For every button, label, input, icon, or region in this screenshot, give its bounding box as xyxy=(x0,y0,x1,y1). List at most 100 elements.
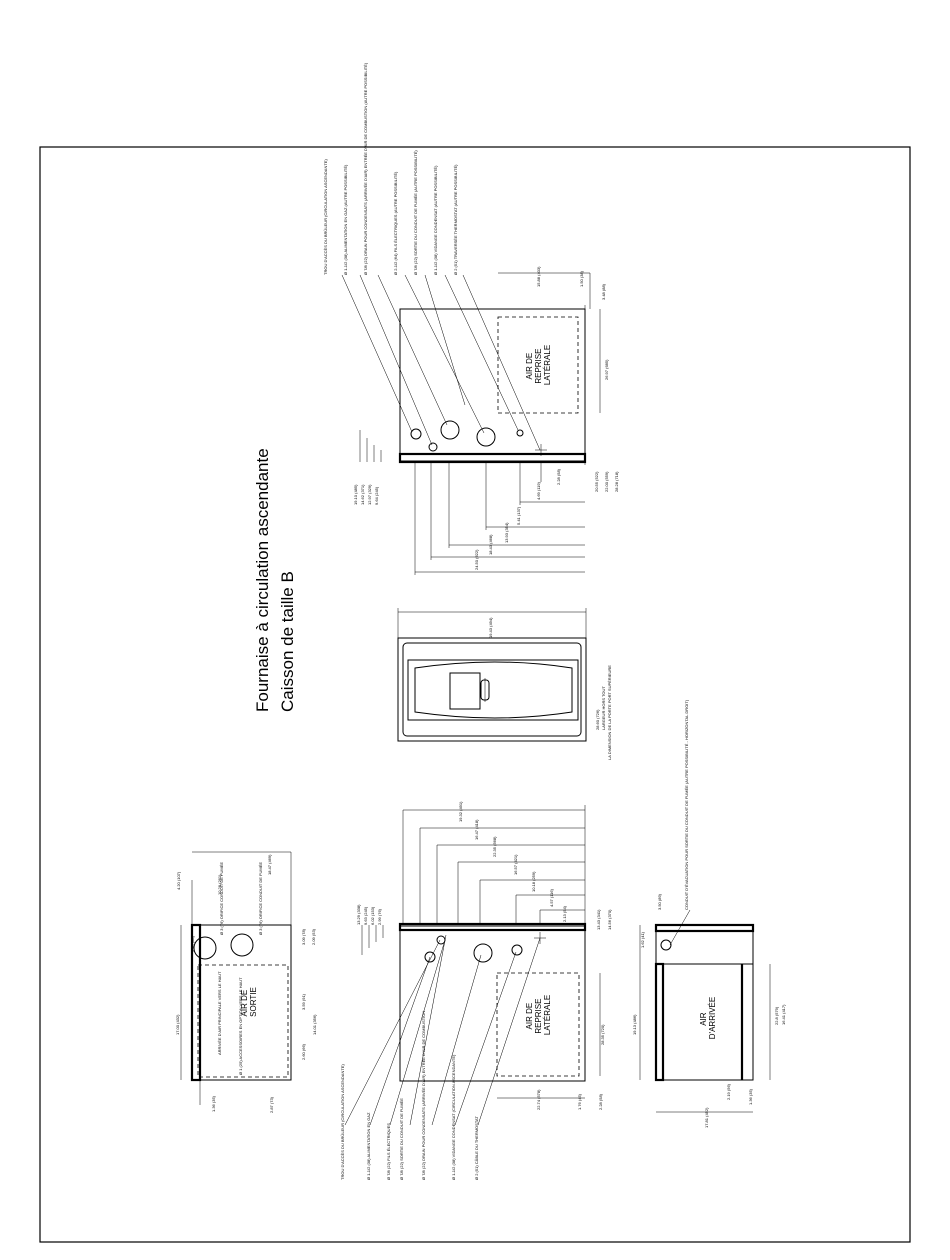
dim-label: 5.41 (137) xyxy=(516,506,521,525)
callout-drain-left: Ø 7/8 (22) DRAIN POUR CONDENSATS (ARRIVÉ… xyxy=(421,1011,426,1180)
air-label-line: AIR DE xyxy=(240,990,249,1017)
air-label-line: AIR DE xyxy=(525,353,534,380)
dim-label: 16.57 (421) xyxy=(513,854,518,875)
dim-label: 13.29 (338) xyxy=(356,904,361,925)
dim-label: 22.74 (578) xyxy=(536,1089,541,1110)
dim-label: 15.88 (403) xyxy=(536,266,541,287)
air-label-line: REPRISE xyxy=(534,349,543,384)
dim-label: 2.28 (58) xyxy=(598,1093,603,1110)
callout-supply-up: ARRIVÉE D'AIR PRINCIPALE VERS LE HAUT xyxy=(217,971,222,1055)
air-label-line: AIR DE xyxy=(525,1003,534,1030)
dim-label: 4.20 (107) xyxy=(176,871,181,890)
title-line-2: Caisson de taille B xyxy=(278,571,297,712)
dim-label: 20.55 (522) xyxy=(594,471,599,492)
air-label-line: SORTIE xyxy=(249,987,258,1017)
callout-accessory: Ø 1 (25) ACCESSOIRES EN OPTION VERS LE H… xyxy=(238,977,243,1075)
dim-label: 3.09 (78) xyxy=(301,928,306,945)
bottom-view: AIR D'ARRIVÉE CONDUIT D'ÉVACUATION POUR … xyxy=(632,699,786,1128)
svg-text:AIR DE REPRISE LAT: AIR DE REPRISE LATÉRALE xyxy=(525,345,552,385)
dim-label: 1.76 (45) xyxy=(577,1093,582,1110)
top-view: AIR DE SORTIE 4.20 (107) 10.28 (261) 18.… xyxy=(175,851,317,1113)
callout-gas-supply: Ø 1-1/2 (38) ALIMENTATION EN GAZ (AUTRE … xyxy=(343,164,348,275)
callout-electric-wires: Ø 2-1/2 (64) FILS ÉLECTRIQUES (AUTRE POS… xyxy=(393,171,398,275)
dim-label: 14.62 (371) xyxy=(360,484,365,505)
callout-thermostat-left: Ø 2 (51) CÂBLE DU THERMOSTAT xyxy=(474,1116,479,1180)
air-label-line: LATÉRALE xyxy=(543,345,552,385)
svg-text:AIR D'ARRIVÉE: AIR D'ARRIVÉE xyxy=(699,997,717,1039)
dim-label: 28.35 (720) xyxy=(600,1024,605,1045)
callout-condensate-drain-2: Ø 1-1/2 (38) VIDANGE CONDENSAT (AUTRE PO… xyxy=(433,165,438,275)
dim-label: 4.57 (116) xyxy=(549,888,554,907)
callout-condensate-left: Ø 1-1/2 (38) VIDANGE CONDENSAT (CIRCULAT… xyxy=(451,1054,456,1180)
dim-label: 3.59 (91) xyxy=(301,993,306,1010)
dim-label: 16.47 (418) xyxy=(474,819,479,840)
callout-gas-left: Ø 1-1/2 (38) ALIMENTATION EN GAZ xyxy=(366,1112,371,1180)
callout-burner-access-left: TROU D'ACCÈS DU BRÛLEUR (CIRCULATION ASC… xyxy=(340,1064,345,1180)
callout-flue-port-2: Ø 3 (76) ORIFICE CONDUIT DE FUMÉE xyxy=(258,862,263,935)
dim-label: 1.50 (38) xyxy=(579,270,584,287)
dim-label: 10.28 (261) xyxy=(217,874,222,895)
dim-label: 3.50 (89) xyxy=(657,893,662,910)
svg-text:AIR DE REPRISE LAT: AIR DE REPRISE LATÉRALE xyxy=(525,995,552,1035)
dim-label: 9.63 (245) xyxy=(363,906,368,925)
dim-label: 2.09 (53) xyxy=(311,928,316,945)
dim-label: 24.50 (622) xyxy=(474,549,479,570)
callout-flue-horizontal: CONDUIT D'ÉVACUATION POUR SORTIE DU COND… xyxy=(684,699,689,910)
callout-flue-port: Ø 3 (76) ORIFICE CONDUIT DE FUMÉE xyxy=(219,862,224,935)
svg-text:AIR DE SORTIE: AIR DE SORTIE xyxy=(240,987,258,1017)
dim-label: 1.62 (41) xyxy=(640,931,645,948)
front-view: 19.43 (494) 28.60 (726) LARGEUR HORS TOU… xyxy=(397,608,612,760)
dim-label: 1.36 (35) xyxy=(211,1095,216,1112)
dim-label: 17.00 (432) xyxy=(175,1014,180,1035)
air-label-line: LATÉRALE xyxy=(543,995,552,1035)
air-label-line: D'ARRIVÉE xyxy=(708,997,717,1039)
callout-burner-access: TROU D'ACCÈS DU BRÛLEUR (CIRCULATION ASC… xyxy=(323,159,328,275)
dim-label: 2.19 (56) xyxy=(726,1083,731,1100)
dim-label: 3.48 (88) xyxy=(601,283,606,300)
side-view-left: AIR DE REPRISE LATÉRALE TROU D'ACCÈS DU … xyxy=(340,801,612,1180)
dim-label: 1.36 (35) xyxy=(748,1088,753,1105)
dim-label: 19.10 (485) xyxy=(353,484,358,505)
dim-label: 16.41 (417) xyxy=(781,1004,786,1025)
dim-label: 18.43 (468) xyxy=(488,534,493,555)
dim-label: 2.13 (54) xyxy=(562,905,567,922)
dim-label: 19.13 (486) xyxy=(632,1014,637,1035)
dim-label: 14.56 (370) xyxy=(607,909,612,930)
dim-label: 2.99 (76) xyxy=(377,908,382,925)
dim-label: 2.28 (58) xyxy=(556,468,561,485)
dim-label: LA DIMENSION DE LA PORTE PORT SUPÉRIEURE xyxy=(607,665,612,760)
dim-label: 18.47 (469) xyxy=(267,854,272,875)
dim-label: 22.8 (579) xyxy=(774,1006,779,1025)
dim-label: 26.97 (685) xyxy=(604,359,609,380)
dim-label: 4.69 (119) xyxy=(536,481,541,500)
page-frame xyxy=(39,146,911,1243)
dim-label: 12.97 (329) xyxy=(367,484,372,505)
dim-label: 28.60 (726) xyxy=(595,709,600,730)
air-label-line: AIR xyxy=(699,1012,708,1026)
dim-label: 9.64 (245) xyxy=(374,486,379,505)
dim-label: 22.00 (559) xyxy=(604,471,609,492)
side-view-right: AIR DE REPRISE LATÉRALE TROU D'ACCÈS DU … xyxy=(323,62,619,575)
dim-label: 28.28 (718) xyxy=(614,471,619,492)
callout-flue-left: Ø 7/8 (22) SORTIE DU CONDUIT DE FUMÉE xyxy=(399,1098,404,1180)
callout-flue-outlet: Ø 7/8 (22) SORTIE DU CONDUIT DE FUMÉE (A… xyxy=(413,150,418,275)
callout-wires-left: Ø 7/8 (22) FILS ÉLECTRIQUES xyxy=(386,1123,391,1180)
title-line-1: Fournaise à circulation ascendante xyxy=(253,448,272,712)
dim-label: 22.35 (568) xyxy=(492,836,497,857)
dim-label: 19.32 (491) xyxy=(458,801,463,822)
dim-label: 2.60 (66) xyxy=(301,1043,306,1060)
dim-front-width: 19.43 (494) xyxy=(488,617,493,638)
callout-thermostat: Ø 2 (51) TRAVERSÉE THERMOSTAT (AUTRE POS… xyxy=(453,164,458,275)
dim-label: 6.02 (153) xyxy=(370,906,375,925)
dim-label: 10.18 (259) xyxy=(531,871,536,892)
dim-label: 14.01 (356) xyxy=(312,1014,317,1035)
dim-label: 13.93 (354) xyxy=(504,522,509,543)
dim-label: LARGEUR HORS TOUT xyxy=(601,686,606,730)
dim-label: 3.48 (88) xyxy=(190,935,195,952)
callout-condensate-drain: Ø 7/8 (22) DRAIN POUR CONDENSATS (ARRIVÉ… xyxy=(363,62,368,275)
dim-label: 13.43 (341) xyxy=(596,909,601,930)
air-label-line: REPRISE xyxy=(534,999,543,1034)
dim-label: 2.87 (73) xyxy=(269,1096,274,1113)
dim-label: 17.81 (452) xyxy=(704,1107,709,1128)
